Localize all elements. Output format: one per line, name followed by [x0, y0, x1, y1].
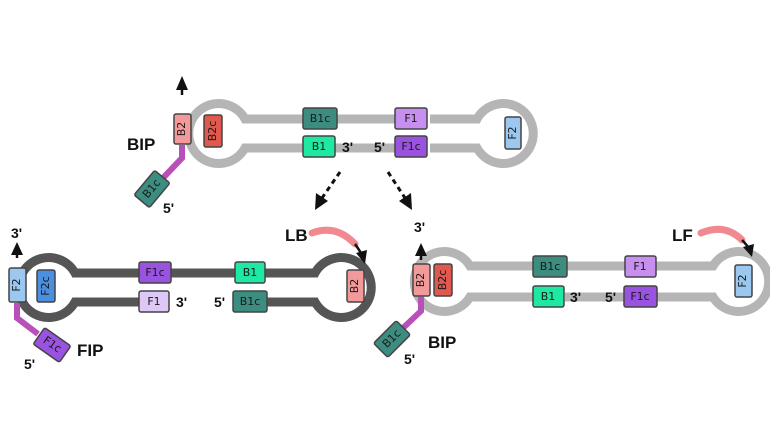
right-bip-three-prime: 3' [414, 219, 425, 235]
right-arrow-head [399, 193, 412, 210]
top-bip-b2-segment: B2 [173, 113, 192, 145]
top-f1c-segment: F1c [394, 135, 428, 158]
right-dumbbell-right-loop [655, 247, 770, 316]
right-bip-arrow-head [415, 243, 427, 256]
top-bip-label: BIP [127, 135, 155, 154]
right-dumbbell-middle [565, 261, 625, 302]
right-bip-b2-label: B2 [414, 273, 427, 288]
top-b2c-label: B2c [206, 121, 219, 142]
right-f1c-segment: F1c [623, 285, 658, 308]
left-f1c-label: F1c [145, 266, 164, 279]
left-f2c-label: F2c [39, 276, 52, 295]
lf-loop-primer [697, 225, 746, 244]
left-dumbbell-right-loop [265, 253, 376, 322]
left-b1-segment: B1 [234, 261, 266, 284]
top-f2-segment: F2 [504, 116, 522, 150]
right-b1-three-prime: 3' [570, 289, 581, 305]
fip-label: FIP [77, 341, 103, 360]
top-dumbbell-strand-right [430, 99, 538, 168]
lb-arrow-head [356, 250, 367, 264]
reaction-arrows [315, 171, 412, 210]
top-f1c-label: F1c [401, 140, 420, 153]
left-b1-label: B1 [243, 266, 258, 279]
right-dotted-arrow [386, 171, 407, 199]
left-b2-label: B2 [348, 279, 361, 294]
top-bip-primer: B2 B1c BIP 5' [127, 76, 192, 216]
right-bip-label: BIP [428, 333, 456, 352]
top-f1c-five-prime: 5' [374, 139, 385, 155]
right-b1-label: B1 [541, 290, 556, 303]
top-f1-label: F1 [404, 112, 417, 125]
right-bip-linker [400, 297, 424, 331]
right-bip-b1c-segment: B1c [373, 320, 411, 358]
right-bip-primer: 3' B2 B1c BIP 5' [373, 219, 456, 367]
lb-loop-primer [308, 226, 359, 248]
right-f1c-label: F1c [630, 290, 649, 303]
left-dumbbell: F2c F1c F1 3' B1 B1c 5' B2 LB [14, 226, 376, 322]
left-f1-segment: F1 [138, 290, 170, 313]
right-b2c-label: B2c [436, 270, 449, 291]
left-b1c-label: B1c [240, 295, 261, 308]
right-b1c-label: B1c [540, 260, 561, 273]
right-f1-segment: F1 [624, 255, 657, 278]
top-dumbbell: B2c B1c B1 3' F1 F1c 5' F2 [184, 99, 538, 168]
top-b1-three-prime: 3' [342, 139, 353, 155]
fip-f2-segment: F2 [8, 267, 27, 303]
fip-three-prime: 3' [11, 225, 22, 241]
fip-five-prime: 5' [24, 356, 35, 372]
top-f1-segment: F1 [394, 107, 428, 130]
left-f1-three-prime: 3' [176, 294, 187, 310]
right-bip-five-prime: 5' [404, 351, 415, 367]
right-b1c-segment: B1c [532, 255, 568, 278]
lb-label: LB [285, 226, 308, 245]
left-arrow-head [315, 193, 328, 210]
top-bip-linker [160, 145, 185, 181]
top-b1-label: B1 [312, 140, 327, 153]
top-b1c-label: B1c [310, 112, 331, 125]
right-b2c-segment: B2c [433, 263, 453, 297]
top-b2c-segment: B2c [203, 114, 223, 148]
left-f2c-segment: F2c [36, 269, 56, 303]
left-dotted-arrow [320, 171, 342, 199]
right-b1-segment: B1 [532, 285, 565, 308]
top-b1-segment: B1 [302, 135, 336, 158]
top-b1c-segment: B1c [302, 107, 338, 130]
left-b2-segment: B2 [346, 269, 365, 303]
right-f1c-five-prime: 5' [605, 289, 616, 305]
right-bip-b2-segment: B2 [412, 263, 431, 297]
right-dumbbell-strand [409, 247, 535, 316]
fip-f2-label: F2 [10, 278, 23, 291]
right-f2-label: F2 [736, 274, 749, 287]
left-f1c-segment: F1c [138, 261, 172, 284]
fip-f1c-segment: F1c [33, 327, 71, 363]
left-b1c-five-prime: 5' [214, 294, 225, 310]
fip-linker [14, 303, 40, 337]
top-bip-b1c-segment: B1c [134, 170, 170, 208]
right-dumbbell: B2c B1c B1 3' F1 F1c 5' F2 LF [409, 225, 770, 316]
top-bip-five-prime: 5' [163, 200, 174, 216]
top-bip-b2-label: B2 [175, 122, 188, 137]
lf-arrow-head [743, 244, 754, 257]
left-b1c-segment: B1c [232, 290, 268, 313]
left-f1-label: F1 [147, 295, 160, 308]
fip-arrow-head [11, 242, 23, 255]
fip-primer: 3' F2 F1c FIP 5' [8, 225, 103, 372]
right-f2-segment: F2 [734, 264, 753, 298]
lf-label: LF [672, 226, 693, 245]
right-f1-label: F1 [633, 260, 646, 273]
top-bip-arrow-head [176, 76, 188, 90]
top-f2-label: F2 [506, 126, 519, 139]
